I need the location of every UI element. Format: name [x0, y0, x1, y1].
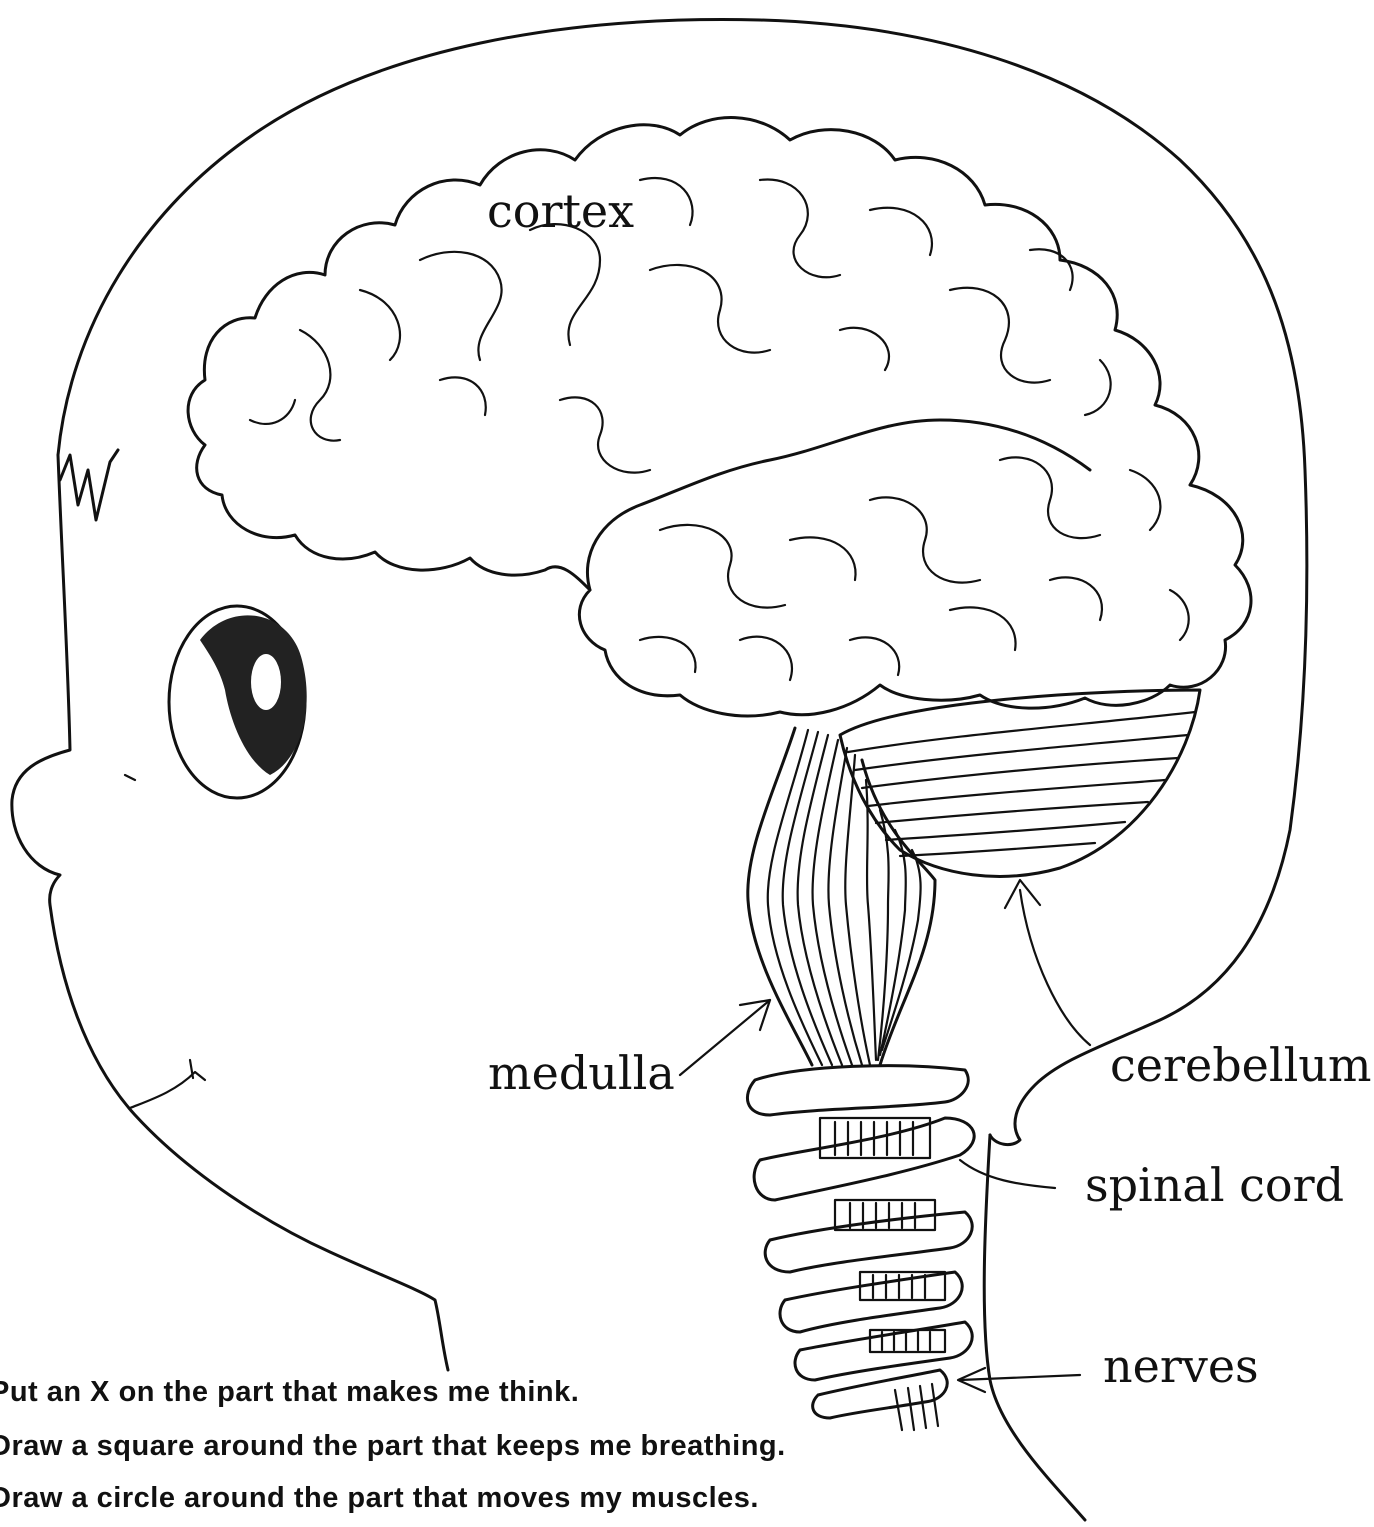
label-cortex: cortex — [487, 188, 634, 234]
label-spinal-cord: spinal cord — [1085, 1162, 1344, 1208]
label-cerebellum: cerebellum — [1110, 1042, 1372, 1088]
instruction-1: Put an X on the part that makes me think… — [0, 1378, 579, 1407]
label-medulla: medulla — [488, 1050, 675, 1096]
cortex-folds — [250, 178, 1189, 680]
hair-tuft — [60, 450, 118, 520]
cortex-outline — [188, 118, 1251, 716]
label-nerves: nerves — [1103, 1343, 1259, 1389]
face-outline — [12, 455, 448, 1370]
medulla — [748, 728, 935, 1065]
eye — [169, 606, 307, 798]
instruction-3: Draw a circle around the part that moves… — [0, 1484, 759, 1513]
instruction-2: Draw a square around the part that keeps… — [0, 1432, 786, 1461]
neck-line — [984, 1135, 1085, 1520]
cheek-mark — [125, 775, 135, 780]
cerebellum — [840, 690, 1200, 876]
temporal-lobe — [587, 420, 1090, 590]
